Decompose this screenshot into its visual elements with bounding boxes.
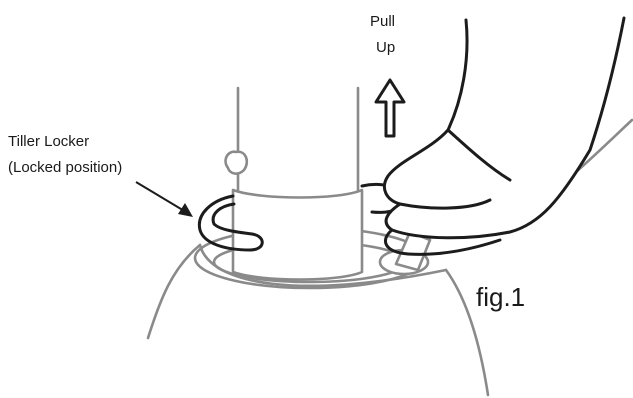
figure-label: fig.1 bbox=[476, 282, 525, 312]
shaft-knob bbox=[226, 152, 247, 174]
pull-label-line1: Pull bbox=[370, 13, 395, 30]
pull-label-line2: Up bbox=[376, 39, 395, 56]
callout-leader-arrow bbox=[136, 182, 193, 217]
hand bbox=[384, 18, 632, 254]
pull-up-arrow-icon bbox=[376, 80, 404, 136]
locker-label-line2: (Locked position) bbox=[8, 159, 122, 176]
locker-label-line1: Tiller Locker bbox=[8, 133, 89, 150]
